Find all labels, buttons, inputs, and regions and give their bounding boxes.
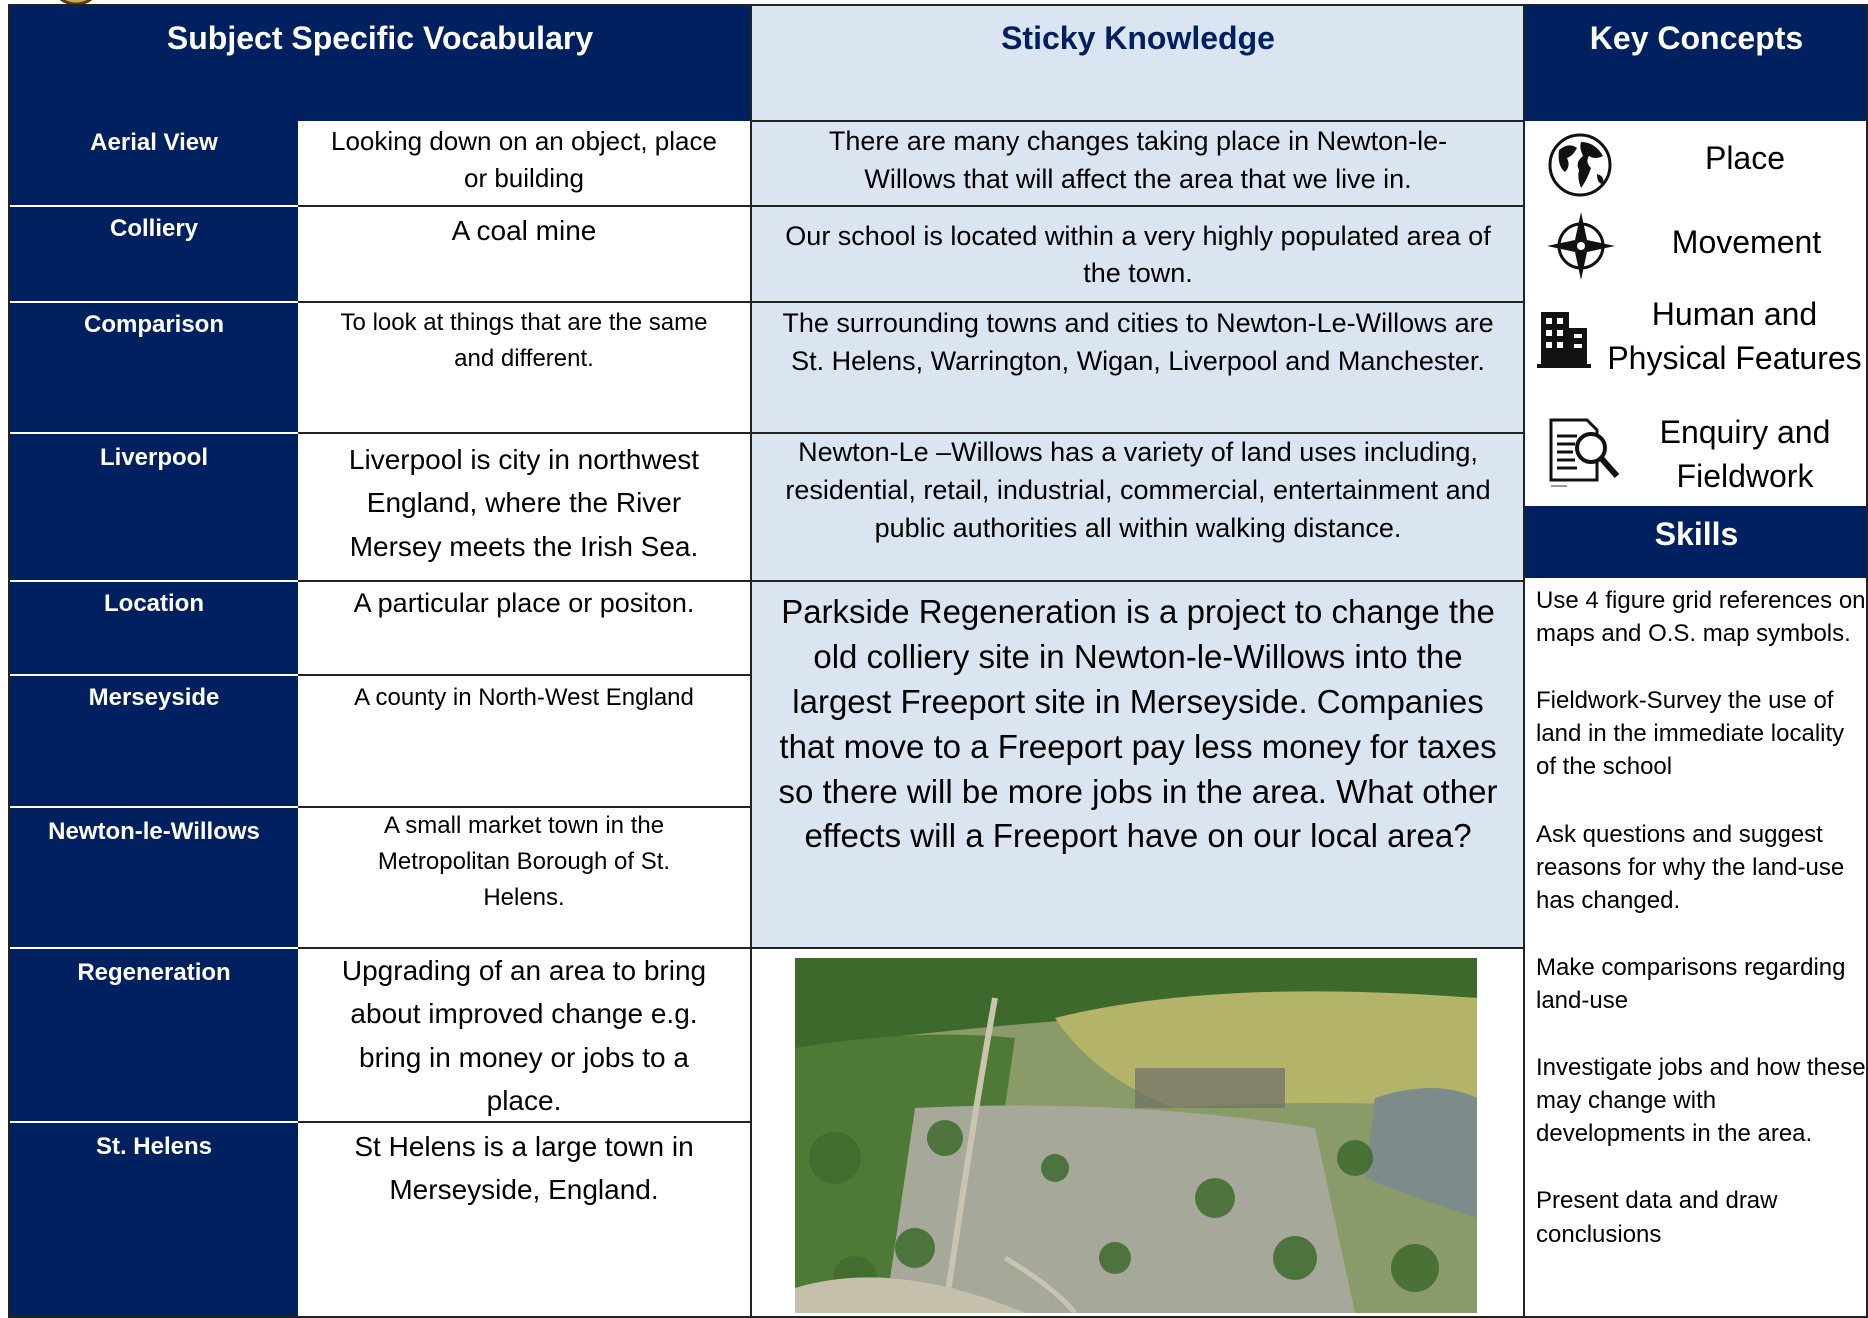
divider [298, 301, 750, 303]
concept-label: Place [1704, 140, 1786, 176]
divider [752, 432, 1524, 434]
divider [752, 301, 1524, 303]
sticky-fact: The surrounding towns and cities to Newt… [782, 308, 1494, 377]
skill-item: Fieldwork-Survey the use of land in the … [1536, 687, 1845, 781]
sticky-fact: There are many changes taking place in N… [828, 126, 1448, 195]
vocab-definition: To look at things that are the same and … [340, 309, 708, 372]
skill-item: Investigate jobs and how these may chang… [1536, 1054, 1866, 1148]
sticky-panel [752, 6, 1524, 948]
skill-item: Make comparisons regarding land-use [1536, 953, 1846, 1014]
compass-icon [1547, 212, 1615, 280]
building-icon [1537, 312, 1591, 368]
vocab-definition: A small market town in the Metropolitan … [377, 812, 671, 911]
vocab-term: Regeneration [77, 959, 231, 986]
document-search-icon [1549, 418, 1620, 487]
vocab-term: Newton-le-Willows [48, 818, 260, 845]
divider [752, 580, 1524, 582]
skill-item: Present data and draw conclusions [1536, 1187, 1778, 1248]
vocab-term: Comparison [83, 311, 224, 338]
aerial-photo-image [795, 958, 1477, 1313]
divider [298, 806, 750, 808]
concept-label: Movement [1671, 224, 1822, 260]
divider [752, 947, 1524, 949]
sticky-feature-text: Parkside Regeneration is a project to ch… [778, 593, 1498, 855]
vocab-definition: Looking down on an object, place or buil… [331, 126, 717, 193]
sticky-fact: Newton-Le –Willows has a variety of land… [785, 437, 1491, 543]
concept-item: Place [1525, 122, 1868, 202]
divider [298, 947, 750, 949]
concept-item: Movement [1525, 206, 1868, 286]
divider [298, 432, 750, 434]
divider [1523, 6, 1525, 1318]
sticky-header: Sticky Knowledge [1001, 20, 1275, 56]
vocab-term: Location [104, 590, 204, 617]
vocab-definition: A county in North-West England [354, 684, 694, 711]
divider [298, 674, 750, 676]
vocab-term-column [10, 121, 298, 1318]
vocab-term: Merseyside [88, 684, 220, 711]
vocab-definition: A coal mine [451, 215, 597, 246]
sticky-fact: Our school is located within a very high… [785, 221, 1491, 288]
divider [298, 580, 750, 582]
concept-label: Human and Physical Features [1607, 296, 1862, 377]
vocab-term: Liverpool [99, 444, 208, 471]
concept-item: Enquiry and Fieldwork [1525, 410, 1868, 508]
vocab-definition: A particular place or positon. [353, 588, 695, 618]
vocab-term: Colliery [109, 215, 199, 242]
aerial-photo [795, 958, 1477, 1313]
skill-item: Ask questions and suggest reasons for wh… [1536, 820, 1845, 914]
skill-item: Use 4 figure grid references on maps and… [1536, 587, 1866, 648]
skills-list: Use 4 figure grid references on maps and… [1536, 584, 1866, 1285]
vocab-definition: Liverpool is city in northwest England, … [348, 444, 700, 562]
skills-header: Skills [1525, 506, 1868, 578]
concepts-header: Key Concepts [1525, 6, 1868, 121]
vocab-term: St. Helens [95, 1133, 213, 1160]
divider [750, 6, 752, 1318]
divider [298, 1121, 750, 1123]
concept-label: Enquiry and Fieldwork [1659, 414, 1831, 495]
vocab-definition: Upgrading of an area to bring about impr… [341, 955, 707, 1117]
divider [298, 205, 750, 207]
vocab-term: Aerial View [90, 129, 218, 156]
divider [752, 205, 1524, 207]
vocab-definition: St Helens is a large town in Merseyside,… [354, 1131, 694, 1206]
vocab-header: Subject Specific Vocabulary [10, 6, 750, 121]
divider [752, 120, 1524, 122]
globe-icon [1548, 133, 1612, 197]
concept-item: Human and Physical Features [1525, 292, 1868, 412]
